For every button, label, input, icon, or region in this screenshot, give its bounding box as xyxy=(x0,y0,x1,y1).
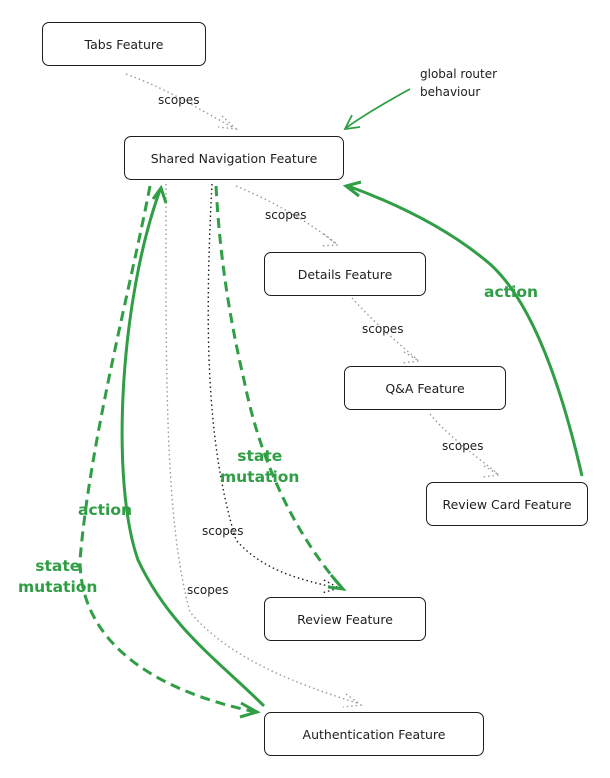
arrowhead xyxy=(321,579,341,594)
scopes-arrow-shared-to-details xyxy=(235,185,337,245)
arrowhead xyxy=(217,115,239,130)
state-word: state xyxy=(237,447,283,465)
tabs-feature-node: Tabs Feature xyxy=(42,22,206,66)
arrowhead xyxy=(343,114,361,131)
scopes-arrow-tabs-to-shared xyxy=(125,73,235,129)
scopes-label: scopes xyxy=(265,208,307,222)
details-feature-node: Details Feature xyxy=(264,252,426,296)
shared-navigation-feature-node: Shared Navigation Feature xyxy=(124,136,344,180)
annotation-line: behaviour xyxy=(420,85,481,99)
arrowhead xyxy=(327,574,347,592)
authentication-feature-node: Authentication Feature xyxy=(264,712,484,756)
state-mutation-arrow-shared-to-auth xyxy=(78,185,257,714)
action-label: action xyxy=(78,501,133,519)
arrowhead xyxy=(239,701,261,719)
review-feature-node: Review Feature xyxy=(264,597,426,641)
action-arrow-auth-to-shared xyxy=(120,189,266,708)
arrowhead xyxy=(151,184,168,204)
state-mutation-label: state mutation xyxy=(220,446,299,488)
scopes-arrow-shared-to-auth xyxy=(165,183,361,705)
state-mutation-arrow-shared-to-review xyxy=(214,185,344,589)
arrowhead xyxy=(401,351,422,364)
scopes-label: scopes xyxy=(158,93,200,107)
scopes-arrow-qa-to-reviewcard xyxy=(429,413,499,475)
action-label: action xyxy=(484,283,539,301)
arrowhead xyxy=(481,465,502,478)
arrowhead xyxy=(342,180,362,198)
scopes-arrow-shared-to-review xyxy=(207,183,339,589)
annotation-line: global router xyxy=(420,67,498,81)
arrowhead xyxy=(319,233,340,247)
qa-feature-node: Q&A Feature xyxy=(344,366,506,410)
state-word: state xyxy=(35,557,81,575)
state-mutation-label: state mutation xyxy=(18,556,97,598)
global-router-annotation: global router behaviour xyxy=(420,65,497,101)
scopes-arrow-details-to-qa xyxy=(351,297,419,361)
mutation-word: mutation xyxy=(18,578,98,596)
scopes-label: scopes xyxy=(362,322,404,336)
review-card-feature-node: Review Card Feature xyxy=(426,482,588,526)
scopes-label: scopes xyxy=(202,524,244,538)
mutation-word: mutation xyxy=(220,468,300,486)
scopes-label: scopes xyxy=(442,439,484,453)
annotation-arrow xyxy=(345,88,411,129)
action-arrow-reviewcard-to-shared xyxy=(347,184,584,477)
arrowhead xyxy=(342,693,363,708)
scopes-label: scopes xyxy=(187,583,229,597)
